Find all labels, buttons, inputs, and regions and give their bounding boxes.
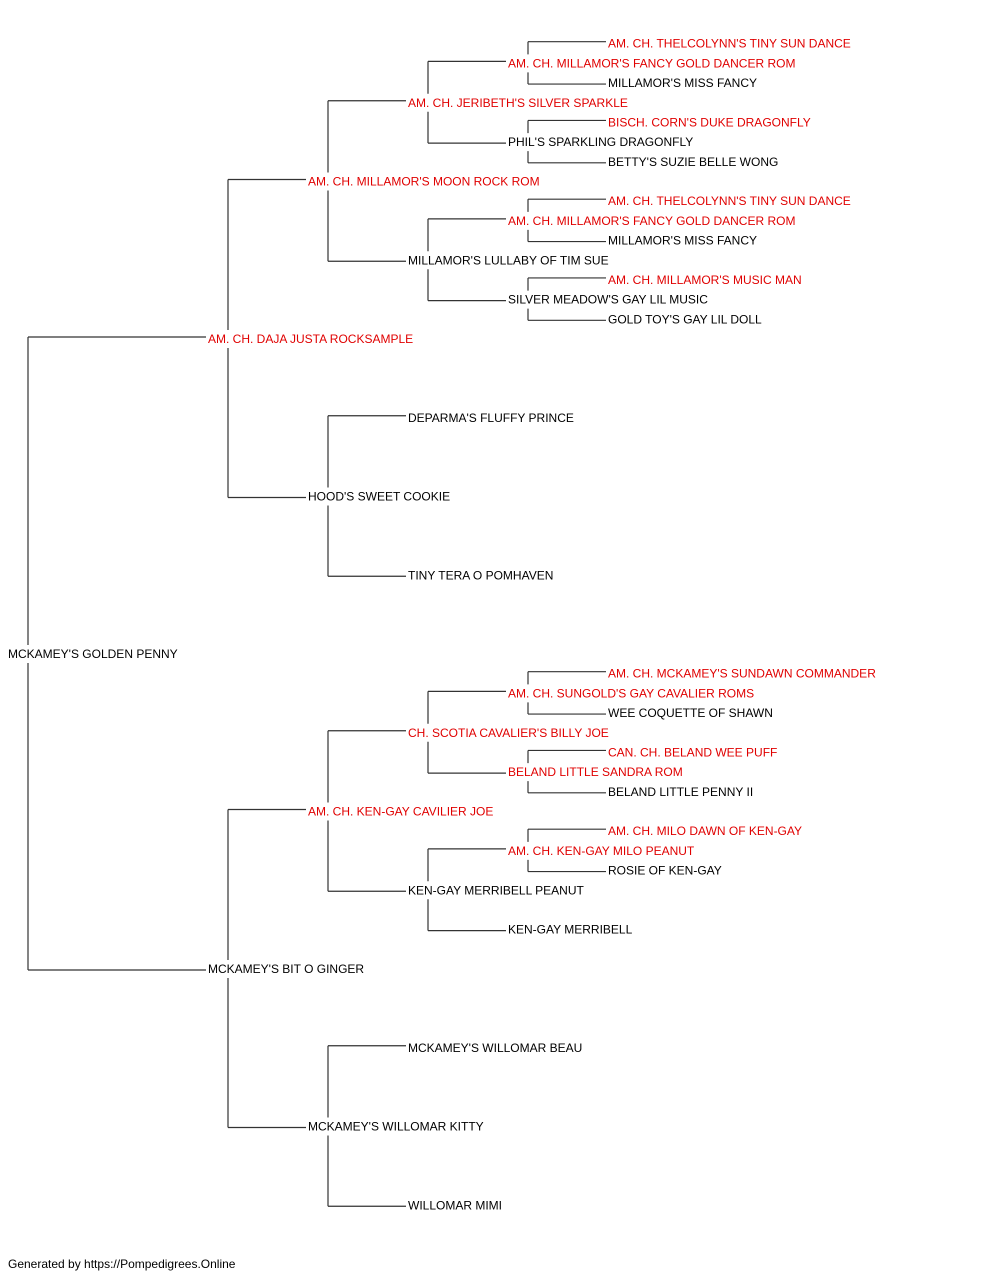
dog-name: BELAND LITTLE PENNY II [608, 785, 753, 799]
dog-name: MCKAMEY'S WILLOMAR KITTY [308, 1120, 484, 1134]
dog-name: KEN-GAY MERRIBELL [508, 923, 633, 937]
dog-name: SILVER MEADOW'S GAY LIL MUSIC [508, 293, 708, 307]
dog-name: MILLAMOR'S LULLABY OF TIM SUE [408, 253, 609, 267]
dog-name: HOOD'S SWEET COOKIE [308, 490, 450, 504]
dog-name: BISCH. CORN'S DUKE DRAGONFLY [608, 115, 811, 129]
dog-name: CH. SCOTIA CAVALIER'S BILLY JOE [408, 726, 609, 740]
dog-name: AM. CH. KEN-GAY MILO PEANUT [508, 844, 695, 858]
dog-name: CAN. CH. BELAND WEE PUFF [608, 745, 777, 759]
dog-name: AM. CH. THELCOLYNN'S TINY SUN DANCE [608, 194, 851, 208]
dog-name: AM. CH. SUNGOLD'S GAY CAVALIER ROMS [508, 686, 754, 700]
dog-name: MCKAMEY'S BIT O GINGER [208, 962, 364, 976]
dog-name: WEE COQUETTE OF SHAWN [608, 706, 773, 720]
dog-name: KEN-GAY MERRIBELL PEANUT [408, 883, 584, 897]
dog-name: TINY TERA O POMHAVEN [408, 568, 553, 582]
dog-name: MILLAMOR'S MISS FANCY [608, 76, 757, 90]
dog-name: AM. CH. THELCOLYNN'S TINY SUN DANCE [608, 37, 851, 51]
dog-name: DEPARMA'S FLUFFY PRINCE [408, 411, 574, 425]
dog-name: BETTY'S SUZIE BELLE WONG [608, 155, 778, 169]
dog-name: PHIL'S SPARKLING DRAGONFLY [508, 135, 693, 149]
dog-name: AM. CH. DAJA JUSTA ROCKSAMPLE [208, 332, 413, 346]
dog-name: AM. CH. MILLAMOR'S FANCY GOLD DANCER ROM [508, 214, 795, 228]
dog-name: MCKAMEY'S WILLOMAR BEAU [408, 1041, 582, 1055]
dog-name: AM. CH. MILLAMOR'S MOON ROCK ROM [308, 175, 540, 189]
dog-name: WILLOMAR MIMI [408, 1198, 502, 1212]
dog-name: ROSIE OF KEN-GAY [608, 864, 722, 878]
dog-name: AM. CH. MCKAMEY'S SUNDAWN COMMANDER [608, 667, 876, 681]
dog-name: BELAND LITTLE SANDRA ROM [508, 765, 683, 779]
dog-name: AM. CH. KEN-GAY CAVILIER JOE [308, 805, 493, 819]
dog-name: AM. CH. MILLAMOR'S MUSIC MAN [608, 273, 802, 287]
dog-name: GOLD TOY'S GAY LIL DOLL [608, 312, 762, 326]
dog-name: MCKAMEY'S GOLDEN PENNY [8, 647, 178, 661]
pedigree-tree: MCKAMEY'S GOLDEN PENNY AM. CH. DAJA JUSTA… [8, 37, 876, 1213]
dog-name: MILLAMOR'S MISS FANCY [608, 234, 757, 248]
dog-name: AM. CH. MILLAMOR'S FANCY GOLD DANCER ROM [508, 56, 795, 70]
dog-name: AM. CH. MILO DAWN OF KEN-GAY [608, 824, 802, 838]
dog-name: AM. CH. JERIBETH'S SILVER SPARKLE [408, 96, 628, 110]
footer-credit: Generated by https://Pompedigrees.Online [8, 1257, 236, 1271]
